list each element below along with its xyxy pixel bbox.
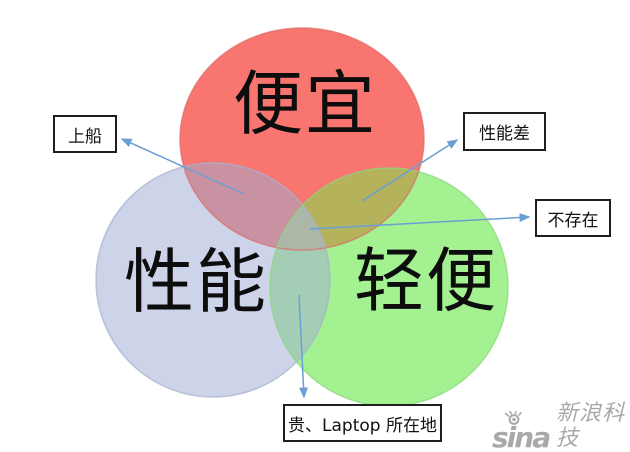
arrow-laptop <box>298 294 309 399</box>
callout-shangchuan-label: 上船 <box>68 126 102 147</box>
sina-logo-text: sina <box>492 420 551 452</box>
callout-xingnengcha: 性能差 <box>463 112 546 151</box>
callout-bucunzai: 不存在 <box>535 199 611 237</box>
circle-label-performance: 性能 <box>124 241 268 324</box>
arrow-bucunzai <box>309 213 531 230</box>
arrow-xingnengcha <box>361 139 459 202</box>
circle-label-portable: 轻便 <box>354 240 498 323</box>
overlap-cheap-performance <box>180 163 330 250</box>
overlap-cheap-portable <box>270 168 424 250</box>
sina-watermark: sina 新浪科技 <box>492 401 630 452</box>
sina-eye-icon <box>504 410 522 425</box>
circle-performance-outline <box>95 162 331 398</box>
callout-bucunzai-label: 不存在 <box>547 210 599 231</box>
callout-laptop: 贵、Laptop 所在地 <box>283 404 442 442</box>
sina-logo: sina <box>492 410 551 452</box>
callout-shangchuan: 上船 <box>53 115 117 153</box>
arrow-shangchuan <box>120 138 245 195</box>
callout-laptop-label: 贵、Laptop 所在地 <box>288 415 437 436</box>
watermark-brand-text: 新浪科技 <box>556 401 626 452</box>
circle-label-cheap: 便宜 <box>233 63 377 146</box>
callout-xingnengcha-label: 性能差 <box>479 124 530 144</box>
circle-cheap-outline <box>179 27 425 251</box>
